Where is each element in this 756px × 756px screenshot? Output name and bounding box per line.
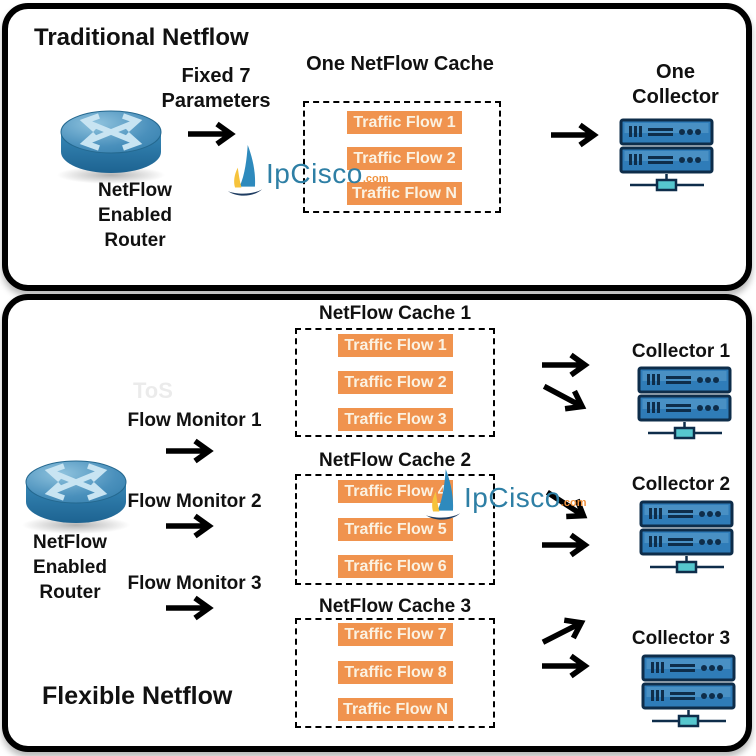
flow-monitor-label: Flow Monitor 1 <box>127 410 262 431</box>
logo-tld: .com <box>560 497 587 509</box>
collector-label: Collector 3 <box>631 628 731 649</box>
arrow-right-icon <box>540 352 598 378</box>
traffic-flow-chip: Traffic Flow 3 <box>338 408 453 431</box>
netflow-cache-box <box>295 618 495 728</box>
traffic-flow-chip: Traffic Flow N <box>338 698 453 721</box>
arrow-up-right-icon <box>535 605 598 654</box>
server-icon <box>637 366 732 440</box>
logo-name: IpCisco <box>266 158 363 189</box>
sailboat-icon <box>425 468 461 520</box>
ipcisco-logo: IpCisco .com <box>424 466 587 528</box>
router-icon <box>22 460 130 534</box>
arrow-right-icon <box>164 595 222 621</box>
traffic-flow-chip: Traffic Flow N <box>347 182 462 205</box>
traffic-flow-chip: Traffic Flow 4 <box>338 480 453 503</box>
collector-label: Collector 2 <box>631 474 731 495</box>
fixed-parameters-line2: Parameters <box>161 90 271 112</box>
cache-title: NetFlow Cache 1 <box>318 303 472 324</box>
fixed-parameters-label: Fixed 7 Parameters <box>158 64 274 114</box>
arrow-right-icon <box>549 122 607 148</box>
netflow-cache-box <box>303 101 501 213</box>
router-label-line: Router <box>39 582 101 603</box>
arrow-right-icon <box>164 438 222 464</box>
cache-title: One NetFlow Cache <box>306 53 494 75</box>
flow-monitor-label: Flow Monitor 2 <box>127 491 262 512</box>
router-label-line: NetFlow <box>98 180 172 201</box>
server-icon <box>639 500 734 574</box>
traffic-flow-chip: Traffic Flow 7 <box>338 623 453 646</box>
traffic-flow-chip: Traffic Flow 1 <box>347 111 462 134</box>
server-icon <box>619 118 714 192</box>
router-label-line: Router <box>104 230 166 251</box>
traffic-flow-chip: Traffic Flow 2 <box>338 371 453 394</box>
arrow-right-icon <box>186 121 244 147</box>
collector-label-line2: Collector <box>632 86 719 108</box>
router-label-line: Enabled <box>98 205 172 226</box>
ipcisco-logo: IpCisco .com <box>226 142 389 204</box>
router-label: NetFlow Enabled Router <box>15 530 125 605</box>
traffic-flow-chip: Traffic Flow 8 <box>338 661 453 684</box>
collector-label: One Collector <box>618 60 733 110</box>
cache-title: NetFlow Cache 2 <box>318 450 472 471</box>
arrow-right-icon <box>540 653 598 679</box>
router-icon <box>57 110 165 184</box>
arrow-down-right-icon <box>539 480 602 533</box>
traffic-flow-chip: Traffic Flow 6 <box>338 555 453 578</box>
arrow-down-right-icon <box>536 374 599 424</box>
collector-label: Collector 1 <box>631 341 731 362</box>
netflow-cache-box <box>295 328 495 437</box>
fixed-parameters-line1: Fixed 7 <box>181 65 251 87</box>
server-icon <box>641 654 736 728</box>
logo-tld: .com <box>362 173 389 185</box>
router-label: NetFlow Enabled Router <box>80 178 190 253</box>
logo-name: IpCisco <box>464 482 561 513</box>
traffic-flow-chip: Traffic Flow 2 <box>347 147 462 170</box>
sailboat-icon <box>227 144 263 196</box>
traffic-flow-chip: Traffic Flow 1 <box>338 334 453 357</box>
arrow-right-icon <box>164 513 222 539</box>
flexible-title: Flexible Netflow <box>42 682 233 710</box>
router-label-line: Enabled <box>33 557 107 578</box>
cache-title: NetFlow Cache 3 <box>318 596 472 617</box>
traffic-flow-chip: Traffic Flow 5 <box>338 518 453 541</box>
watermark: ToS <box>133 378 173 403</box>
router-label-line: NetFlow <box>33 532 107 553</box>
collector-label-line1: One <box>656 61 695 83</box>
netflow-cache-box <box>295 474 495 585</box>
flow-monitor-label: Flow Monitor 3 <box>127 573 262 594</box>
traditional-title: Traditional Netflow <box>34 24 249 51</box>
arrow-right-icon <box>540 532 598 558</box>
